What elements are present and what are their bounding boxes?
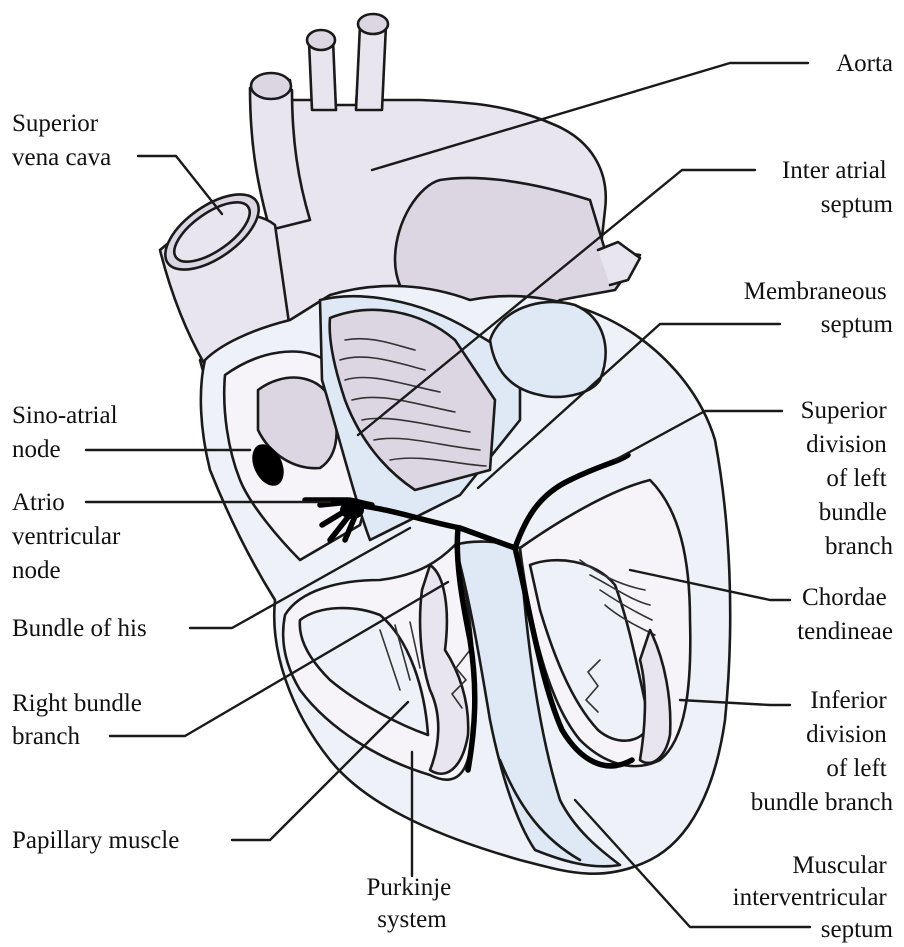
label-bundle-of-his: Bundle of his xyxy=(12,615,147,642)
label-aorta: Aorta xyxy=(836,50,893,77)
label-sino-atrial-node: Sino-atrial node xyxy=(12,402,124,463)
label-superior-vena-cava: Superior vena cava xyxy=(12,110,111,171)
label-membraneous-septum: Membraneous septum xyxy=(744,278,894,338)
label-right-bundle-branch: Right bundle branch xyxy=(12,690,148,750)
brachiocephalic-opening xyxy=(251,73,291,99)
label-inferior-division-left-bundle: Inferior division of left bundle branch xyxy=(751,687,894,816)
label-purkinje-system: Purkinje system xyxy=(367,874,458,933)
left-subclavian xyxy=(356,25,386,110)
label-muscular-interventricular-septum: Muscular interventricular septum xyxy=(733,852,894,943)
label-superior-division-left-bundle: Superior division of left bundle branch xyxy=(801,397,894,560)
label-atrio-ventricular-node: Atrio ventricular node xyxy=(12,489,127,584)
label-inter-atrial-septum: Inter atrial septum xyxy=(782,157,894,218)
subclavian-opening xyxy=(358,14,388,34)
label-papillary-muscle: Papillary muscle xyxy=(12,827,179,854)
carotid-opening xyxy=(307,30,335,50)
label-chordae-tendineae: Chordae tendineae xyxy=(797,584,893,645)
